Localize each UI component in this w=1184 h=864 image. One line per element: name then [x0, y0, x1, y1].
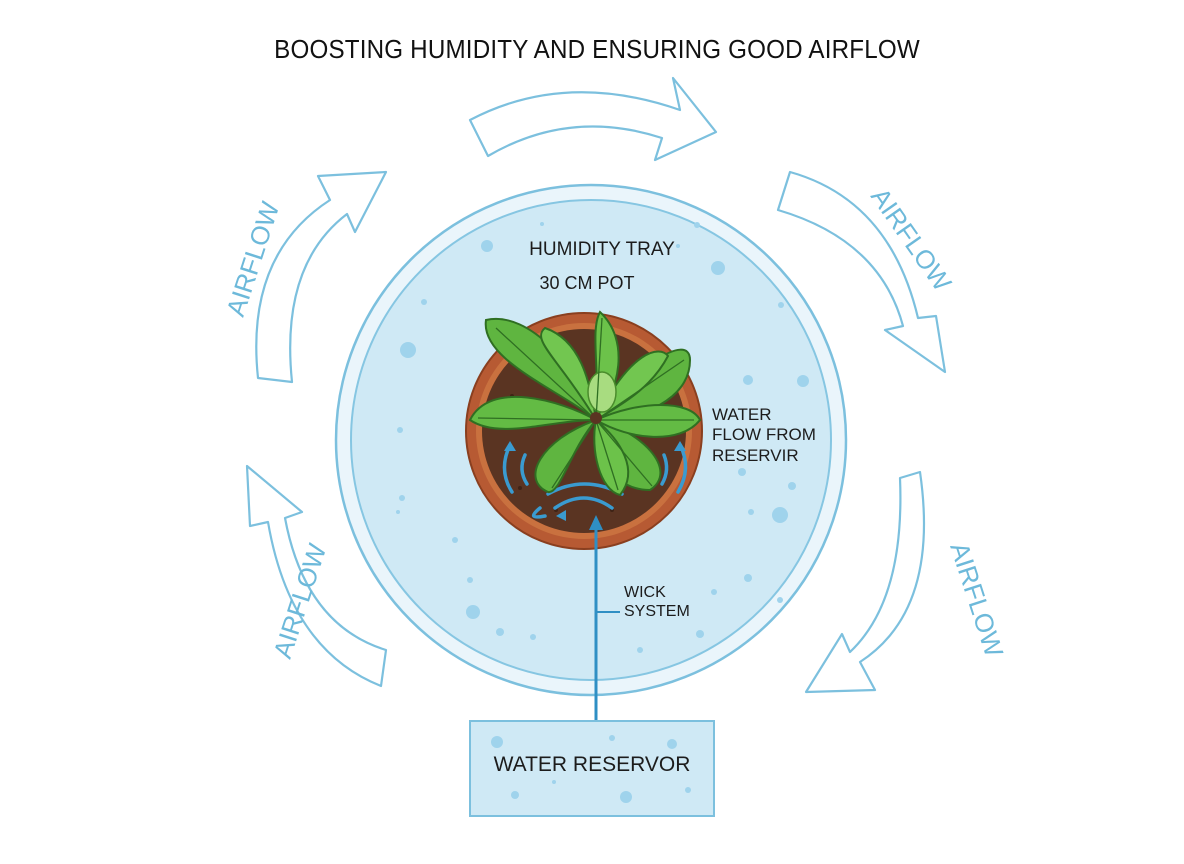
page-title: BOOSTING HUMIDITY AND ENSURING GOOD AIRF… [274, 34, 920, 64]
water-flow-label: WATER FLOW FROM RESERVIR [712, 405, 816, 465]
airflow-label-bottom-right: AIRFLOW [944, 539, 1009, 661]
wick-system-label: WICK SYSTEM [624, 584, 690, 621]
water-reservoir-label: WATER RESERVOR [493, 753, 691, 776]
water-reservoir [469, 720, 715, 817]
airflow-arrow-top [468, 76, 718, 162]
water-bubbles [396, 222, 809, 653]
airflow-arrow-right-top [776, 170, 947, 374]
airflow-arrow-right-bottom [804, 470, 926, 694]
plant-center [590, 412, 602, 424]
airflow-arrow-left-top [255, 170, 388, 384]
humidity-tray-label: HUMIDITY TRAY [529, 239, 675, 260]
airflow-arrows [245, 76, 947, 694]
flow-arrowheads [504, 441, 686, 521]
airflow-arrow-left-bottom [245, 464, 388, 688]
leaf-veins [477, 317, 694, 491]
pot-size-label: 30 CM POT [539, 273, 635, 293]
